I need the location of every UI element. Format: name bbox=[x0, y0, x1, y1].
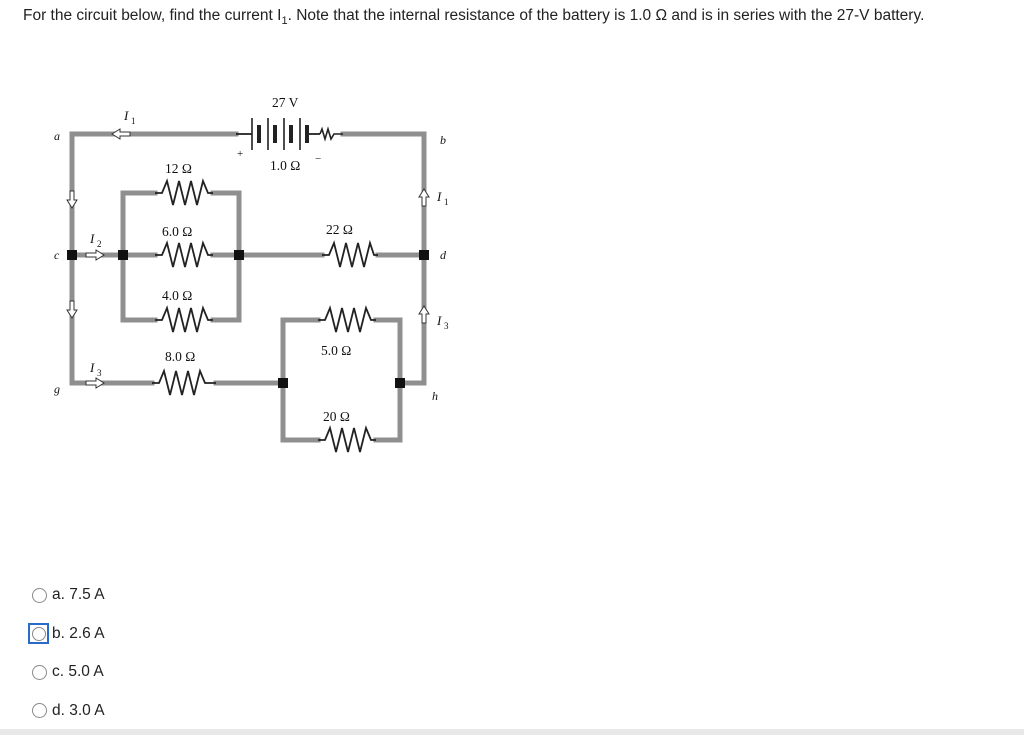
resistor-6-label: 6.0 Ω bbox=[162, 224, 192, 239]
question-text: For the circuit below, find the current … bbox=[23, 4, 1013, 33]
resistor-12-label: 12 Ω bbox=[165, 161, 192, 176]
resistor-6 bbox=[155, 240, 213, 268]
option-c[interactable]: c. 5.0 A bbox=[28, 653, 105, 692]
question-text-part: . Note that the internal resistance of t… bbox=[287, 7, 925, 24]
answer-options: a. 7.5 A b. 2.6 A c. 5.0 A d. 3.0 A bbox=[28, 576, 105, 730]
radio-button[interactable] bbox=[31, 626, 46, 641]
resistor-20 bbox=[318, 425, 376, 453]
current-label-i1-top: I 1 bbox=[123, 108, 136, 126]
resistor-22 bbox=[322, 239, 378, 268]
resistor-zigzags bbox=[152, 178, 378, 453]
resistor-8-label: 8.0 Ω bbox=[165, 349, 195, 364]
current-subscript: 2 bbox=[97, 239, 102, 249]
resistor-22-label: 22 Ω bbox=[326, 222, 353, 237]
arrow-i2 bbox=[85, 249, 105, 261]
current-label-i3-bottom: I 3 bbox=[89, 360, 102, 378]
node-d-label: d bbox=[440, 248, 447, 262]
option-label: c. 5.0 A bbox=[52, 663, 104, 681]
option-label: b. 2.6 A bbox=[52, 624, 105, 642]
current-symbol: I bbox=[436, 313, 442, 328]
radio-wrap bbox=[28, 584, 52, 606]
radio-button[interactable] bbox=[32, 664, 47, 680]
resistor-5-label: 5.0 Ω bbox=[321, 343, 351, 358]
resistor-5 bbox=[318, 305, 376, 333]
radio-wrap-focused bbox=[28, 623, 49, 645]
circuit-wires bbox=[69, 131, 427, 443]
arrow-i1-right-top bbox=[418, 188, 430, 207]
current-subscript: 3 bbox=[444, 321, 449, 331]
option-d[interactable]: d. 3.0 A bbox=[28, 692, 105, 731]
current-subscript: 1 bbox=[444, 197, 449, 207]
radio-wrap bbox=[28, 700, 52, 722]
node-h-label: h bbox=[432, 389, 438, 403]
battery-voltage-label: 27 V bbox=[272, 95, 299, 110]
resistor-8 bbox=[152, 368, 216, 396]
radio-button[interactable] bbox=[32, 587, 47, 603]
arrow-i1-top bbox=[111, 128, 131, 140]
arrow-left-upper bbox=[66, 190, 78, 209]
arrow-i3-bottom bbox=[85, 377, 105, 389]
current-subscript: 1 bbox=[131, 116, 136, 126]
battery-symbol bbox=[236, 118, 343, 150]
option-a[interactable]: a. 7.5 A bbox=[28, 576, 105, 615]
node-inner-right-dot bbox=[234, 250, 244, 260]
current-symbol: I bbox=[123, 108, 129, 123]
current-label-i3-right: I 3 bbox=[436, 313, 449, 331]
node-inner-left-dot bbox=[118, 250, 128, 260]
current-subscript: 3 bbox=[97, 368, 102, 378]
battery-plus-label: + bbox=[237, 148, 243, 160]
radio-wrap bbox=[28, 661, 52, 683]
node-right-block-left-dot bbox=[278, 378, 288, 388]
resistor-4-label: 4.0 Ω bbox=[162, 288, 192, 303]
current-arrows bbox=[66, 128, 430, 389]
junction-nodes bbox=[67, 250, 429, 388]
arrow-left-lower bbox=[66, 300, 78, 319]
current-symbol: I bbox=[89, 360, 95, 375]
resistor-20-label: 20 Ω bbox=[323, 409, 350, 424]
resistor-12 bbox=[155, 178, 213, 206]
node-g-label: g bbox=[54, 382, 60, 396]
current-symbol: I bbox=[89, 231, 95, 246]
resistor-4 bbox=[155, 305, 213, 333]
question-text-part: For the circuit below, find the current … bbox=[23, 7, 282, 24]
node-a-label: a bbox=[54, 129, 60, 143]
current-symbol: I bbox=[436, 189, 442, 204]
node-c-dot bbox=[67, 250, 77, 260]
node-h-dot bbox=[395, 378, 405, 388]
bottom-scroll-bar bbox=[0, 729, 1024, 735]
question-subscript: 1 bbox=[281, 15, 288, 28]
node-b-label: b bbox=[440, 133, 446, 147]
node-c-label: c bbox=[54, 248, 60, 262]
option-label: a. 7.5 A bbox=[52, 586, 105, 604]
current-label-i2: I 2 bbox=[89, 231, 102, 249]
battery-minus-label: − bbox=[315, 153, 321, 165]
option-label: d. 3.0 A bbox=[52, 701, 105, 719]
current-label-i1-right: I 1 bbox=[436, 189, 449, 207]
radio-button[interactable] bbox=[32, 703, 47, 719]
arrow-i3-right bbox=[418, 305, 430, 324]
battery-resistance-label: 1.0 Ω bbox=[270, 158, 300, 173]
option-b[interactable]: b. 2.6 A bbox=[28, 615, 105, 654]
node-d-dot bbox=[419, 250, 429, 260]
